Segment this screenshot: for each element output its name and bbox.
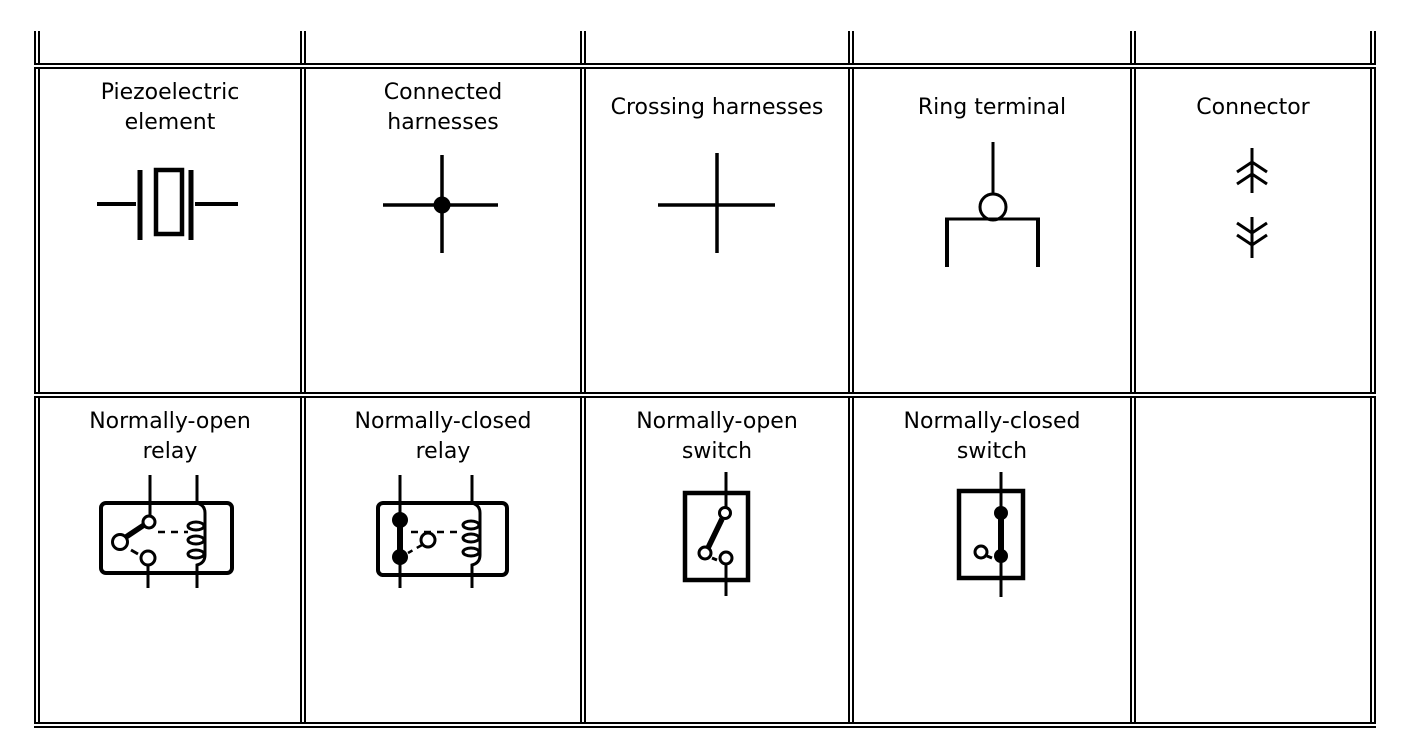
cell-label: Ring terminal <box>917 95 1067 120</box>
normally-open-switch-icon <box>682 472 751 596</box>
normally-open-relay-icon <box>99 475 234 588</box>
grid-hline-1 <box>34 63 1376 69</box>
cell-empty <box>1133 395 1373 725</box>
ring-terminal-icon <box>945 142 1040 267</box>
cell-piezoelectric-element: Piezoelectric element <box>37 66 303 392</box>
grid-hline-3 <box>34 722 1376 728</box>
cell-label: Connected harnesses <box>383 80 503 135</box>
cell-connected-harnesses: Connected harnesses <box>303 66 583 392</box>
normally-closed-switch-icon <box>956 472 1026 597</box>
grid-vline-5 <box>1130 31 1136 728</box>
grid-vline-4 <box>848 31 854 728</box>
grid-hline-2 <box>34 392 1376 398</box>
connector-icon <box>1236 148 1268 258</box>
cell-label <box>1135 405 1371 469</box>
piezoelectric-element-icon <box>97 167 238 240</box>
cell-normally-open-switch: Normally-open switch <box>583 395 851 725</box>
cell-label: Normally-open relay <box>89 409 251 464</box>
cell-crossing-harnesses: Crossing harnesses <box>583 66 851 392</box>
cell-ring-terminal: Ring terminal <box>851 66 1133 392</box>
grid-vline-3 <box>580 31 586 728</box>
cell-label: Piezoelectric element <box>100 80 240 135</box>
cell-normally-closed-switch: Normally-closed switch <box>851 395 1133 725</box>
cell-label: Normally-closed switch <box>903 409 1081 464</box>
crossing-harnesses-icon <box>658 153 775 253</box>
cell-normally-closed-relay: Normally-closed relay <box>303 395 583 725</box>
connected-harnesses-icon <box>383 155 498 253</box>
cell-label: Connector <box>1196 95 1310 120</box>
grid-vline-2 <box>300 31 306 728</box>
cell-label: Normally-closed relay <box>354 409 532 464</box>
cell-connector: Connector <box>1133 66 1373 392</box>
cell-label: Normally-open switch <box>636 409 798 464</box>
grid-vline-1 <box>34 31 40 728</box>
cell-label: Crossing harnesses <box>610 95 824 120</box>
grid-vline-6 <box>1370 31 1376 728</box>
cell-normally-open-relay: Normally-open relay <box>37 395 303 725</box>
normally-closed-relay-icon <box>376 475 509 588</box>
